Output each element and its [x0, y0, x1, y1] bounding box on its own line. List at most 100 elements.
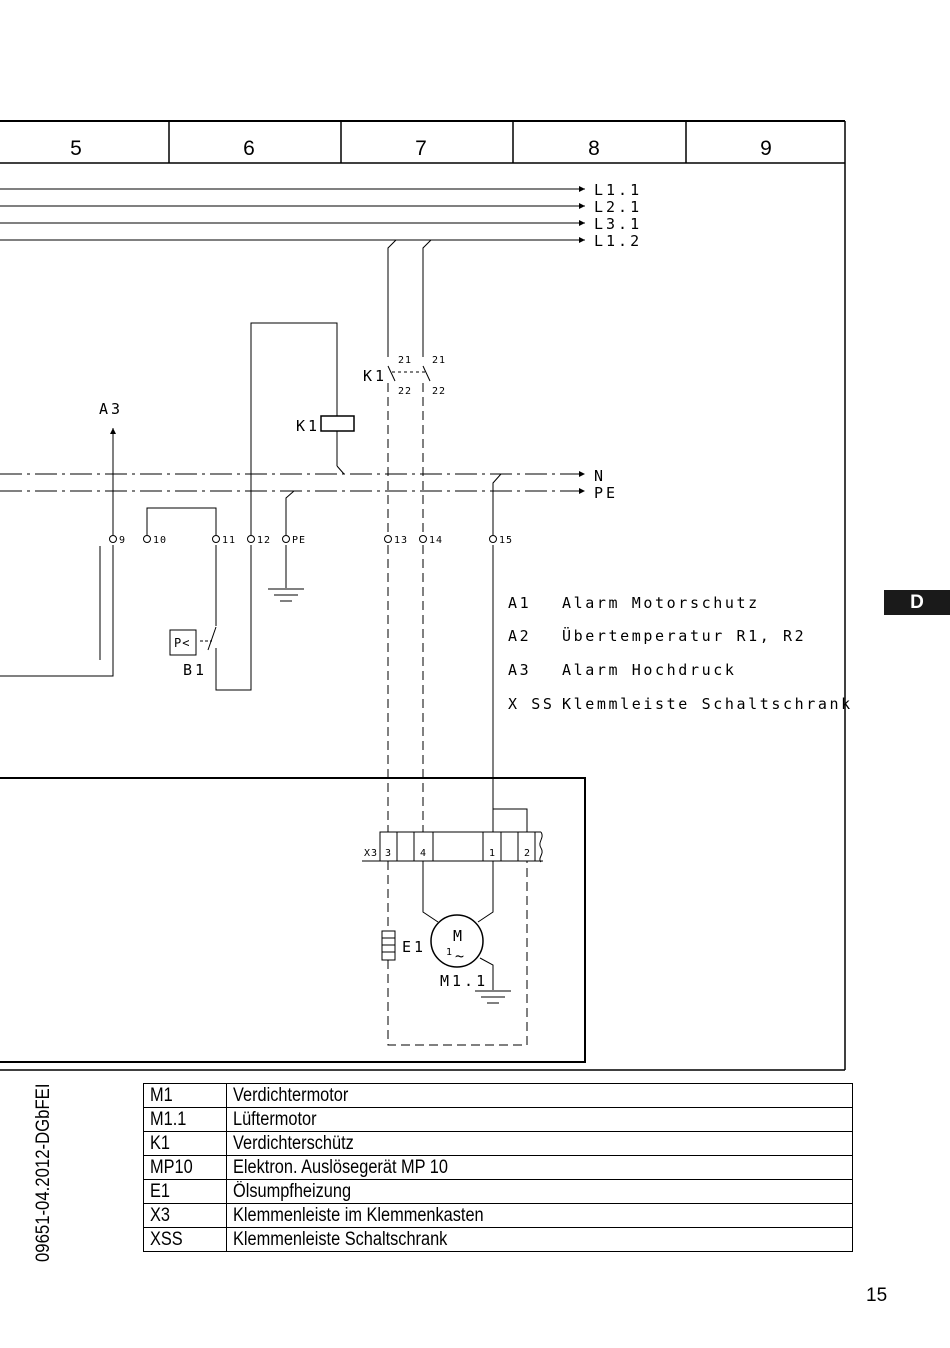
terminal-label: 13 — [394, 535, 408, 546]
table-row: X3 Klemmenleiste im Klemmenkasten — [143, 1203, 853, 1228]
legend-description: Klemmenleiste im Klemmenkasten — [226, 1203, 853, 1228]
terminal-strip — [362, 831, 543, 863]
legend-code-text: XSS — [150, 1229, 183, 1250]
page-number: 15 — [866, 1285, 888, 1306]
legend-code-text: MP10 — [150, 1157, 193, 1178]
contact-pin: 21 — [398, 355, 412, 366]
bus-label: L3.1 — [594, 215, 642, 233]
column-number: 6 — [243, 137, 255, 160]
pressure-switch-symbol: P< — [174, 636, 190, 650]
terminal-label: 9 — [119, 535, 126, 546]
wiring — [0, 239, 502, 691]
terminals — [109, 535, 497, 543]
terminal-label: 15 — [499, 535, 513, 546]
terminal-strip-pin: 3 — [385, 848, 392, 859]
legend-code-text: E1 — [150, 1181, 170, 1202]
heater-symbol — [381, 930, 396, 961]
box-wiring — [422, 545, 528, 990]
contact-pin: 22 — [432, 386, 446, 397]
bus-label: L1.1 — [594, 181, 642, 199]
neutral-label: N — [594, 467, 606, 485]
table-row: M1.1 Lüftermotor — [143, 1107, 853, 1132]
legend-description-text: Klemmenleiste Schaltschrank — [233, 1229, 448, 1250]
legend-code-text: M1.1 — [150, 1109, 187, 1130]
notes: A1 Alarm Motorschutz A2 Übertemperatur R… — [508, 594, 853, 713]
table-row: M1 Verdichtermotor — [143, 1083, 853, 1108]
terminal-strip-labels: X3 3 4 1 2 — [364, 848, 530, 859]
motor-symbol-letter: M — [453, 927, 462, 945]
legend-description-text: Verdichterschütz — [233, 1133, 354, 1154]
legend-description: Ölsumpfheizung — [226, 1179, 853, 1204]
drawing-frame — [0, 120, 846, 1071]
bus-label: L1.2 — [594, 232, 642, 250]
document-id-text: 09651-04.2012-DGbFEI — [33, 1083, 54, 1262]
legend-code-text: M1 — [150, 1085, 173, 1106]
pressure-switch-label: B1 — [183, 661, 207, 679]
k1-coil-label: K1 — [296, 417, 320, 435]
contact-pin: 21 — [432, 355, 446, 366]
ground-symbol — [475, 990, 511, 1004]
terminal — [212, 535, 220, 543]
terminal-label: PE — [292, 535, 306, 546]
legend-code: M1.1 — [143, 1107, 227, 1132]
terminal — [247, 535, 255, 543]
legend-table: M1 Verdichtermotor M1.1 Lüftermotor K1 V… — [143, 1083, 853, 1252]
section-tab: D — [884, 590, 950, 615]
terminal-label: 12 — [257, 535, 271, 546]
column-numbers: 5 6 7 8 9 — [70, 137, 772, 160]
table-row: MP10 Elektron. Auslösegerät MP 10 — [143, 1155, 853, 1180]
legend-description: Klemmenleiste Schaltschrank — [226, 1227, 853, 1252]
terminal — [109, 535, 117, 543]
legend-code: MP10 — [143, 1155, 227, 1180]
bus-lines — [0, 186, 585, 243]
heater-label: E1 — [402, 938, 426, 956]
table-row: K1 Verdichterschütz — [143, 1131, 853, 1156]
terminal-label: 11 — [222, 535, 236, 546]
bus-label: L2.1 — [594, 198, 642, 216]
terminal-strip-pin: 1 — [489, 848, 496, 859]
table-row: XSS Klemmenleiste Schaltschrank — [143, 1227, 853, 1252]
legend-code-text: X3 — [150, 1205, 170, 1226]
terminal-strip-label: X3 — [364, 848, 378, 859]
terminal — [282, 535, 290, 543]
note-text: Alarm Hochdruck — [562, 661, 736, 679]
legend-code: M1 — [143, 1083, 227, 1108]
terminal — [143, 535, 151, 543]
terminal-strip-pin: 4 — [420, 848, 427, 859]
note-text: Klemmleiste Schaltschrank — [562, 695, 853, 713]
motor-phase: 1 — [446, 947, 453, 958]
legend-description: Verdichtermotor — [226, 1083, 853, 1108]
note-code: A2 — [508, 627, 531, 645]
dashed-wiring — [387, 383, 528, 1046]
legend-description-text: Klemmenleiste im Klemmenkasten — [233, 1205, 484, 1226]
motor-label: M1.1 — [440, 972, 488, 990]
legend-code: K1 — [143, 1131, 227, 1156]
note-code: X SS — [508, 695, 555, 713]
legend-code: XSS — [143, 1227, 227, 1252]
legend-description: Verdichterschütz — [226, 1131, 853, 1156]
ground-symbol — [268, 588, 304, 602]
column-number: 5 — [70, 137, 82, 160]
legend-description-text: Verdichtermotor — [233, 1085, 349, 1106]
k1-coil — [320, 415, 355, 432]
column-number: 7 — [415, 137, 427, 160]
table-row: E1 Ölsumpfheizung — [143, 1179, 853, 1204]
motor-symbol — [430, 914, 484, 968]
document-id: 09651-04.2012-DGbFEI — [33, 1059, 55, 1262]
terminal-labels: 9 10 11 12 PE 13 14 15 — [119, 535, 513, 546]
legend-description: Lüftermotor — [226, 1107, 853, 1132]
terminal-label: 14 — [429, 535, 443, 546]
motor-ac: ~ — [455, 947, 464, 965]
legend-description: Elektron. Auslösegerät MP 10 — [226, 1155, 853, 1180]
note-text: Übertemperatur R1, R2 — [562, 626, 806, 645]
note-text: Alarm Motorschutz — [562, 594, 760, 612]
terminal — [489, 535, 497, 543]
terminal-box-enclosure — [0, 777, 586, 1063]
terminal — [384, 535, 392, 543]
legend-code-text: K1 — [150, 1133, 170, 1154]
column-number: 9 — [760, 137, 772, 160]
a3-label: A3 — [99, 400, 123, 418]
pressure-switch-box — [169, 629, 197, 656]
legend-description-text: Ölsumpfheizung — [233, 1181, 352, 1202]
